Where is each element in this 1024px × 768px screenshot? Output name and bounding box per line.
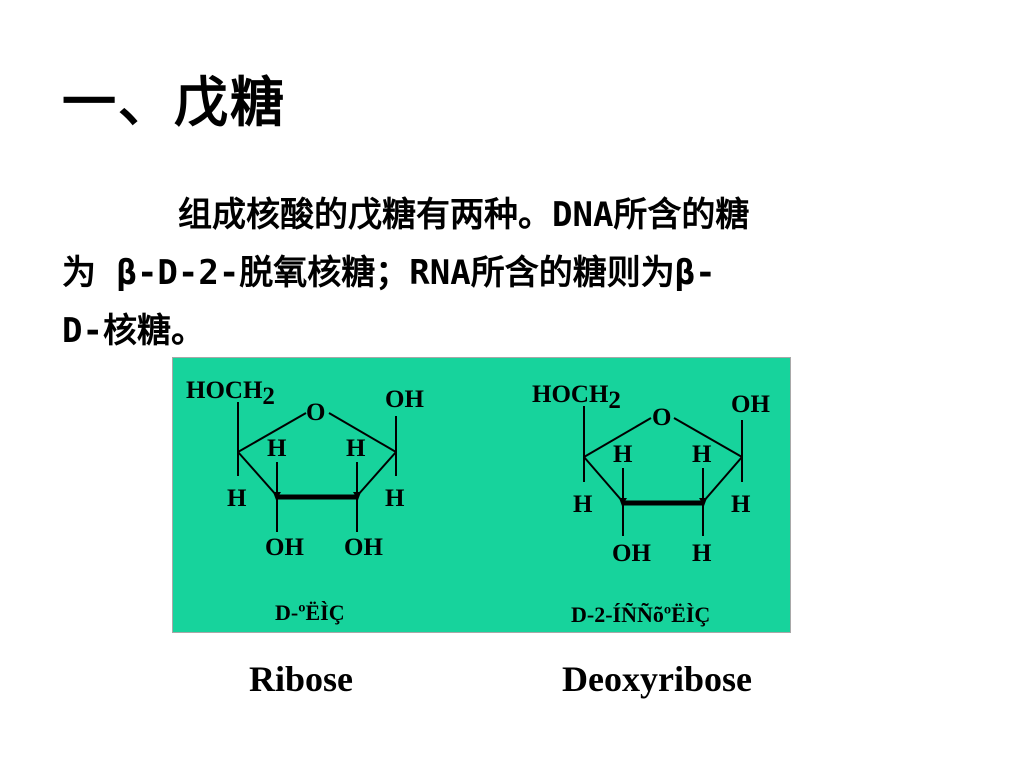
deoxy-hoch2-label: HOCH2: [532, 381, 621, 414]
deoxy-c1-oh: OH: [731, 391, 770, 418]
ribose-c4-h: H: [227, 485, 247, 512]
deoxy-c3-oh: OH: [612, 540, 651, 567]
ribose-hoch2-label: HOCH2: [186, 377, 275, 410]
caption-ribose: Ribose: [249, 659, 354, 699]
deoxy-c3-h-up: H: [613, 441, 633, 468]
ribose-c1-h: H: [385, 485, 405, 512]
caption-deoxyribose: Deoxyribose: [562, 659, 752, 699]
ribose-garbled-label: D-ºËÌÇ: [275, 600, 345, 625]
ribose-bond-c4-c3: [237, 451, 278, 497]
deoxy-c4-h: H: [573, 491, 593, 518]
intro-paragraph: 组成核酸的戊糖有两种。DNA所含的糖 为 β-D-2-脱氧核糖；RNA所含的糖则…: [62, 186, 962, 360]
haworth-diagram: HOCH2 O OH H H H H OH OH D-ºËÌÇ: [186, 377, 770, 627]
deoxy-c1-h: H: [731, 491, 751, 518]
ribose-bond-o-c1: [328, 412, 397, 453]
deoxy-c2-h-down: H: [692, 540, 712, 567]
deoxy-bond-c1-c2: [702, 456, 743, 503]
ribose-c2-h-up: H: [346, 435, 366, 462]
ribose-bond-c4-o: [237, 412, 307, 453]
deoxy-bond-c4-c3: [583, 456, 624, 503]
ribose-c3-h-up: H: [267, 435, 287, 462]
ribose-bond-c1-c2: [356, 451, 397, 497]
deoxyribose-structure: HOCH2 O OH H H H H OH H D-2-ÍÑÑõºËÌÇ: [532, 381, 770, 627]
ribose-structure: HOCH2 O OH H H H H OH OH D-ºËÌÇ: [186, 377, 424, 625]
ribose-c2-oh: OH: [344, 534, 383, 561]
deoxy-c2-h-up: H: [692, 441, 712, 468]
paragraph-line-1: 组成核酸的戊糖有两种。DNA所含的糖: [178, 195, 750, 235]
ribose-ring-oxygen: O: [306, 399, 325, 426]
ribose-c3-oh: OH: [265, 534, 304, 561]
deoxy-bond-o-c1: [673, 417, 743, 458]
paragraph-line-3: D-核糖。: [62, 311, 205, 351]
deoxy-garbled-label: D-2-ÍÑÑõºËÌÇ: [571, 602, 710, 627]
deoxy-bond-c4-o: [583, 417, 652, 458]
ribose-c1-oh: OH: [385, 386, 424, 413]
sugar-structures-figure: HOCH2 O OH H H H H OH OH D-ºËÌÇ: [172, 357, 791, 633]
slide-title: 一、戊糖: [62, 71, 286, 134]
paragraph-line-2: 为 β-D-2-脱氧核糖；RNA所含的糖则为β-: [62, 253, 716, 293]
deoxy-ring-oxygen: O: [652, 404, 671, 431]
